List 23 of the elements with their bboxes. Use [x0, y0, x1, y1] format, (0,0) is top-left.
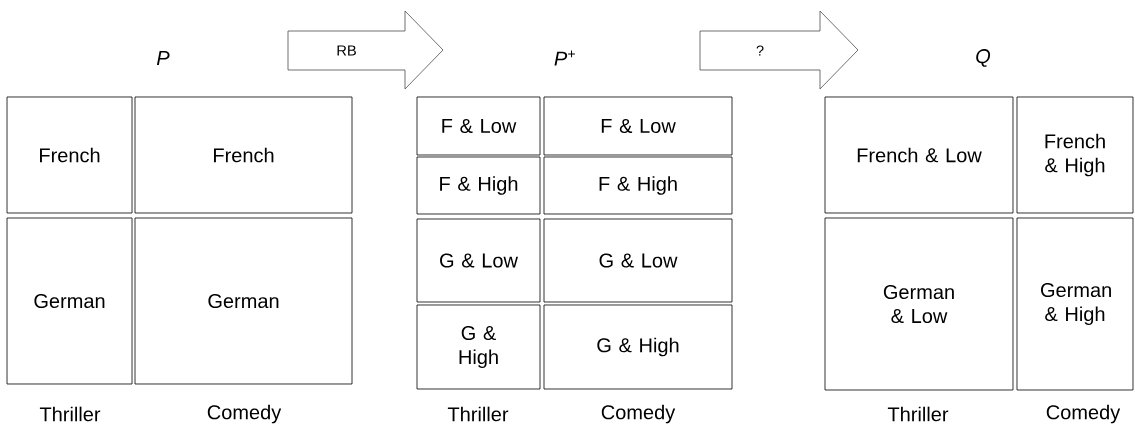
axis-label: Comedy — [207, 404, 282, 424]
cell: German — [6, 217, 133, 385]
cell: G & High — [416, 304, 541, 390]
cell: French — [6, 96, 133, 214]
cell: G & Low — [416, 218, 541, 303]
cell: German & High — [1016, 217, 1134, 391]
panel-title: P$^{+}$ — [554, 50, 575, 66]
cell: G & Low — [543, 218, 733, 303]
cell: German — [134, 217, 353, 385]
cell: F & Low — [416, 96, 541, 156]
axis-label: Thriller — [447, 406, 509, 422]
cell: F & Low — [543, 96, 733, 156]
panel-title: P — [156, 51, 170, 65]
axis-label: Comedy — [1046, 404, 1121, 424]
axis-label: Thriller — [39, 406, 101, 422]
panel-title: Q — [976, 49, 991, 67]
cell: F & High — [416, 156, 541, 215]
cell: French — [134, 96, 353, 214]
cell: German & Low — [824, 217, 1014, 391]
cell: F & High — [543, 156, 733, 215]
cell: French & High — [1016, 96, 1134, 214]
cell: G & High — [543, 304, 733, 390]
cell: French & Low — [824, 96, 1014, 214]
